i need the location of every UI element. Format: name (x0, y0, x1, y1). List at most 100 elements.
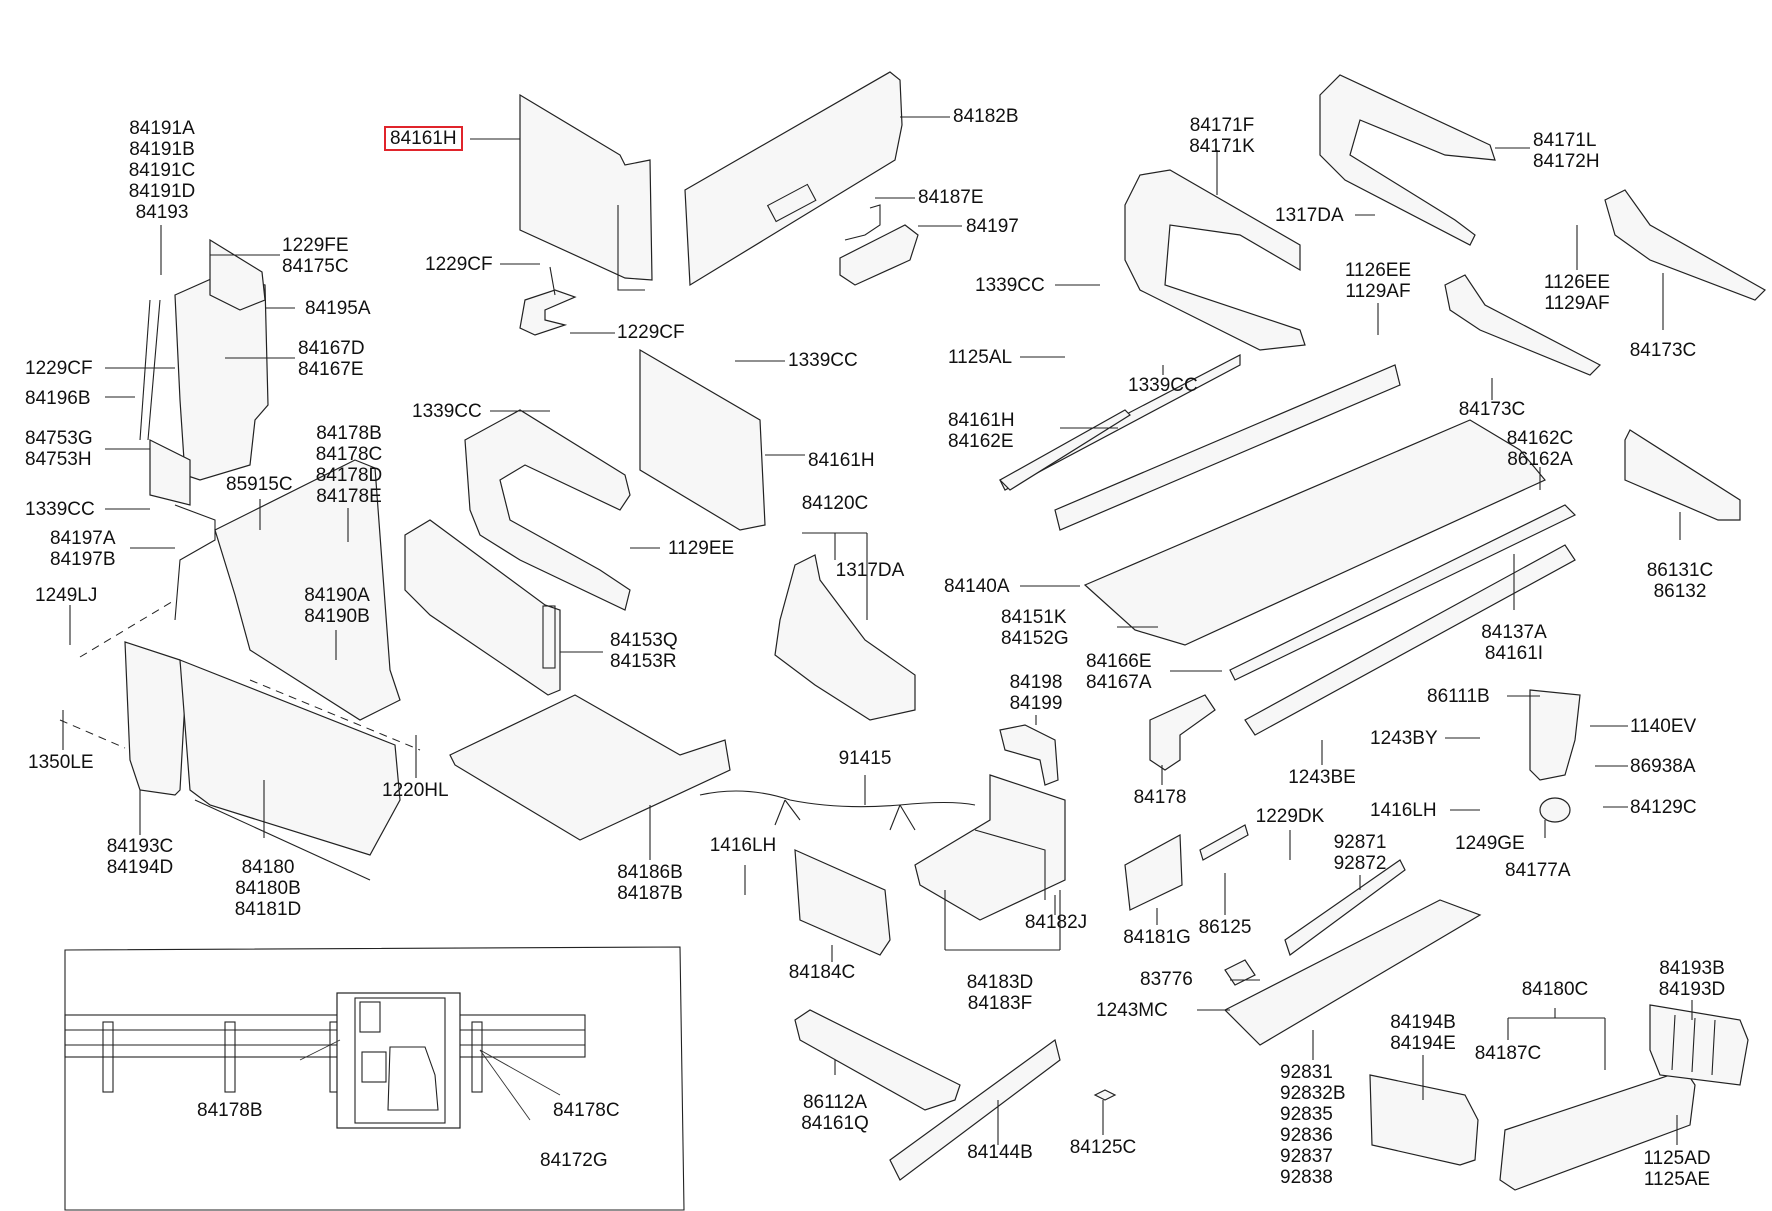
part-bracket-1229cf[interactable] (519, 266, 577, 336)
callout-84140a[interactable]: 84140A (944, 576, 1010, 597)
callout-1140ev[interactable]: 1140EV (1630, 716, 1696, 737)
callout-84182b[interactable]: 84182B (953, 106, 1019, 127)
callout-1249ge[interactable]: 1249GE (1455, 833, 1525, 854)
callout-1339cc-right-upper[interactable]: 1339CC (975, 275, 1045, 296)
inset-callout-84172g[interactable]: 84172G (540, 1150, 608, 1171)
part-84120c-bracket[interactable] (774, 554, 916, 721)
callout-84184c[interactable]: 84184C (789, 962, 856, 983)
callout-1317da-right[interactable]: 1317DA (1275, 205, 1344, 226)
callout-84187c[interactable]: 84187C (1475, 1043, 1542, 1064)
callout-1220hl[interactable]: 1220HL (382, 780, 449, 801)
part-86112a-plate[interactable] (794, 1009, 961, 1111)
part-84173c-trim-b[interactable] (1444, 274, 1602, 376)
part-92831-long-trim[interactable] (1223, 899, 1482, 1046)
callout-86125[interactable]: 86125 (1199, 917, 1252, 938)
callout-84191-group[interactable]: 84191A 84191B 84191C 84191D 84193 (129, 118, 196, 223)
part-86111b-bracket[interactable] (1529, 689, 1581, 781)
callout-1243by[interactable]: 1243BY (1370, 728, 1438, 749)
callout-85915c[interactable]: 85915C (226, 474, 293, 495)
part-84195a-side-bracket[interactable] (139, 238, 269, 506)
callout-84196b[interactable]: 84196B (25, 388, 91, 409)
callout-1350le[interactable]: 1350LE (28, 752, 94, 773)
part-84177a-cap[interactable] (1539, 797, 1571, 823)
part-84153q-panel[interactable] (404, 519, 561, 696)
callout-1339cc-upper-center[interactable]: 1339CC (788, 350, 858, 371)
callout-1229dk[interactable]: 1229DK (1256, 806, 1325, 827)
part-84183d-box[interactable] (914, 774, 1066, 921)
callout-1229cf-lower[interactable]: 1229CF (617, 322, 685, 343)
callout-84161h-rear[interactable]: 84161H (808, 450, 875, 471)
callout-1243mc[interactable]: 1243MC (1096, 1000, 1168, 1021)
callout-1125al[interactable]: 1125AL (948, 347, 1012, 368)
part-84125c-clip[interactable] (1093, 1089, 1117, 1101)
callout-84178[interactable]: 84178 (1134, 787, 1187, 808)
callout-1339cc-left[interactable]: 1339CC (25, 499, 95, 520)
callout-84178-bcde[interactable]: 84178B 84178C 84178D 84178E (316, 423, 383, 507)
part-84181g-panel[interactable] (1124, 834, 1183, 911)
part-84173c-trim-a[interactable] (1604, 189, 1766, 301)
callout-1339cc-center[interactable]: 1339CC (412, 401, 482, 422)
callout-1249lj[interactable]: 1249LJ (35, 585, 97, 606)
callout-1416lh-center[interactable]: 1416LH (710, 835, 777, 856)
inset-callout-84178b[interactable]: 84178B (197, 1100, 263, 1121)
callout-84180c[interactable]: 84180C (1522, 979, 1589, 1000)
callout-84181g[interactable]: 84181G (1123, 927, 1191, 948)
part-86125-strip[interactable] (1199, 824, 1249, 861)
part-84186b-tray[interactable] (449, 694, 731, 841)
part-84198-bracket[interactable] (999, 724, 1059, 786)
callout-84182j[interactable]: 84182J (1025, 912, 1087, 933)
callout-84177a[interactable]: 84177A (1505, 860, 1571, 881)
part-84171f-frame[interactable] (1124, 169, 1306, 351)
part-84178-side-panel[interactable] (79, 459, 401, 721)
part-84194b-panel[interactable] (1369, 1074, 1479, 1166)
part-86131c-trim[interactable] (1624, 429, 1741, 521)
part-84161h-panel[interactable] (519, 93, 653, 291)
callout-1243be[interactable]: 1243BE (1288, 767, 1356, 788)
callout-1229cf-left[interactable]: 1229CF (25, 358, 93, 379)
callout-84173c-right[interactable]: 84173C (1630, 340, 1697, 361)
callout-84144b[interactable]: 84144B (967, 1142, 1033, 1163)
callout-86111b[interactable]: 86111B (1427, 686, 1490, 707)
part-84182b-panel[interactable] (684, 71, 903, 287)
callout-84129c[interactable]: 84129C (1630, 797, 1697, 818)
callout-84187e[interactable]: 84187E (918, 187, 984, 208)
part-91415-wire-harness[interactable] (699, 790, 976, 831)
callout-1339cc-right-lower[interactable]: 1339CC (1128, 375, 1198, 396)
callout-83776[interactable]: 83776 (1140, 969, 1193, 990)
callout-1317da-center[interactable]: 1317DA (836, 560, 905, 581)
callout-1416lh-right[interactable]: 1416LH (1370, 800, 1437, 821)
callout-84195a[interactable]: 84195A (305, 298, 371, 319)
callout-91415[interactable]: 91415 (839, 748, 892, 769)
part-84180-lower-trim[interactable] (59, 641, 421, 881)
part-84144b-bar[interactable] (889, 1038, 1061, 1181)
part-84161h-floor-board[interactable] (999, 409, 1131, 491)
callout-1129ee[interactable]: 1129EE (668, 538, 734, 559)
callout-92831-group[interactable]: 92831 92832B 92835 92836 92837 92838 (1280, 1062, 1346, 1188)
part-83776-clip[interactable] (1224, 959, 1256, 986)
callout-84197[interactable]: 84197 (966, 216, 1019, 237)
callout-86938a[interactable]: 86938A (1630, 756, 1696, 777)
callout-84125c[interactable]: 84125C (1070, 1137, 1137, 1158)
